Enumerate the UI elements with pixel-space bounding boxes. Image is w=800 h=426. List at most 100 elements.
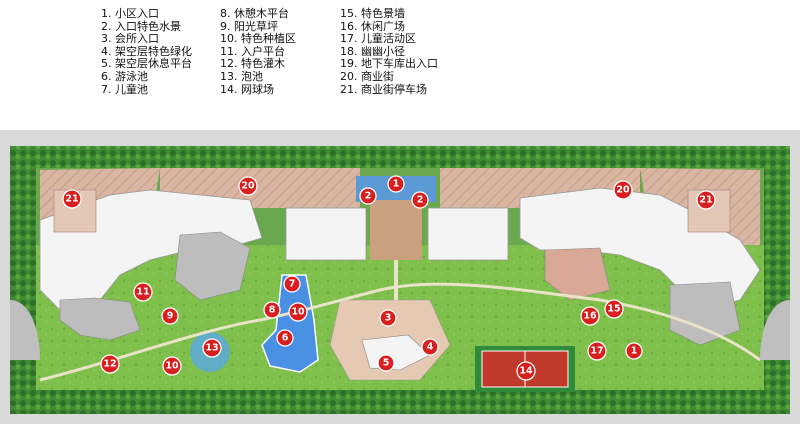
map-marker-circle: [359, 187, 377, 205]
map-marker-label: 2: [417, 195, 424, 206]
building-podium-left-2: [174, 231, 251, 301]
map-marker-7: 7: [283, 275, 301, 293]
map-marker-14: 14: [516, 361, 536, 381]
map-marker-label: 10: [165, 361, 179, 372]
map-marker-circle: [696, 190, 716, 210]
map-marker-circle: [202, 338, 222, 358]
map-marker-circle: [587, 341, 607, 361]
legend-item: 3. 会所入口: [101, 32, 159, 46]
legend-item: 5. 架空层休息平台: [101, 57, 192, 71]
map-marker-15: 15: [604, 299, 624, 319]
map-marker-circle: [604, 299, 624, 319]
legend-item: 19. 地下车库出入口: [340, 57, 438, 71]
map-marker-circle: [379, 309, 397, 327]
map-marker-label: 14: [519, 366, 533, 377]
map-marker-circle: [133, 282, 153, 302]
legend-column-1: 1. 小区入口 2. 入口特色水景 3. 会所入口 4. 架空层特色绿化 5. …: [101, 7, 192, 96]
swimming-pool: [261, 274, 319, 373]
map-marker-1: 1: [625, 342, 643, 360]
map-marker-label: 11: [136, 287, 149, 298]
map-marker-circle: [377, 354, 395, 372]
map-marker-label: 2: [365, 191, 372, 202]
residential-building-centre-left: [285, 207, 367, 261]
map-marker-17: 17: [587, 341, 607, 361]
map-marker-11: 11: [133, 282, 153, 302]
legend-item: 2. 入口特色水景: [101, 19, 181, 33]
map-marker-label: 17: [590, 346, 603, 357]
map-marker-label: 9: [167, 311, 174, 322]
map-marker-13: 13: [202, 338, 222, 358]
legend-item: 14. 网球场: [220, 82, 274, 96]
legend-column-3: 15. 特色景墙 16. 休闲广场 17. 儿童活动区 18. 幽幽小径 19.…: [340, 7, 438, 96]
map-marker-circle: [100, 354, 120, 374]
map-marker-12: 12: [100, 354, 120, 374]
map-marker-16: 16: [580, 306, 600, 326]
map-marker-label: 1: [393, 179, 400, 190]
map-marker-label: 13: [205, 343, 218, 354]
map-marker-10: 10: [162, 356, 182, 376]
legend-item: 11. 入户平台: [220, 44, 285, 58]
legend-item: 16. 休闲广场: [340, 19, 405, 33]
map-marker-10: 10: [288, 302, 308, 322]
map-marker-label: 16: [583, 311, 597, 322]
legend-item: 20. 商业街: [340, 69, 394, 83]
legend-item: 18. 幽幽小径: [340, 44, 405, 58]
map-marker-circle: [421, 338, 439, 356]
map-marker-label: 4: [427, 342, 434, 353]
access-road-right: [760, 300, 790, 360]
legend-item: 6. 游泳池: [101, 69, 148, 83]
map-marker-circle: [580, 306, 600, 326]
map-marker-21: 21: [62, 189, 82, 209]
map-marker-21: 21: [696, 190, 716, 210]
map-marker-circle: [62, 189, 82, 209]
map-marker-label: 7: [289, 279, 296, 290]
map-marker-4: 4: [421, 338, 439, 356]
legend-column-2: 8. 休憩木平台 9. 阳光草坪 10. 特色种植区 11. 入户平台 12. …: [220, 7, 296, 96]
legend-item: 10. 特色种植区: [220, 32, 296, 46]
legend-item: 1. 小区入口: [101, 7, 159, 20]
map-marker-circle: [288, 302, 308, 322]
map-marker-circle: [238, 176, 258, 196]
building-podium-left: [59, 297, 141, 341]
map-marker-circle: [387, 175, 405, 193]
map-marker-3: 3: [379, 309, 397, 327]
legend-item: 7. 儿童池: [101, 82, 148, 96]
legend-item: 17. 儿童活动区: [340, 32, 416, 46]
tree-belt-bottom: [10, 390, 790, 414]
legend-item: 8. 休憩木平台: [220, 7, 289, 20]
map-marker-label: 1: [631, 346, 638, 357]
map-marker-circle: [283, 275, 301, 293]
access-road-left: [10, 300, 40, 360]
map-marker-label: 20: [616, 185, 630, 196]
map-marker-label: 8: [269, 305, 276, 316]
meandering-path: [39, 282, 761, 382]
map-marker-circle: [625, 342, 643, 360]
map-marker-8: 8: [263, 301, 281, 319]
map-marker-label: 5: [383, 358, 390, 369]
map-marker-9: 9: [161, 307, 179, 325]
legend: 1. 小区入口 2. 入口特色水景 3. 会所入口 4. 架空层特色绿化 5. …: [0, 0, 800, 118]
legend-item: 9. 阳光草坪: [220, 19, 278, 33]
map-marker-label: 21: [65, 194, 78, 205]
tree-belt-top: [10, 146, 790, 168]
map-marker-circle: [161, 307, 179, 325]
entrance-paving: [370, 200, 422, 260]
legend-item: 4. 架空层特色绿化: [101, 44, 192, 58]
map-marker-circle: [411, 191, 429, 209]
tree-belt-left: [10, 146, 36, 414]
legend-item: 15. 特色景墙: [340, 7, 405, 20]
map-marker-circle: [516, 361, 536, 381]
residential-building-centre-right: [427, 207, 509, 261]
map-marker-label: 6: [282, 333, 289, 344]
map-marker-label: 20: [241, 181, 255, 192]
legend-item: 12. 特色灌木: [220, 57, 285, 71]
map-marker-label: 12: [103, 359, 116, 370]
map-marker-label: 10: [291, 307, 305, 318]
map-marker-5: 5: [377, 354, 395, 372]
map-marker-6: 6: [276, 329, 294, 347]
tree-belt-right: [764, 146, 790, 414]
building-podium-right: [544, 247, 611, 301]
legend-item: 21. 商业街停车场: [340, 82, 427, 96]
